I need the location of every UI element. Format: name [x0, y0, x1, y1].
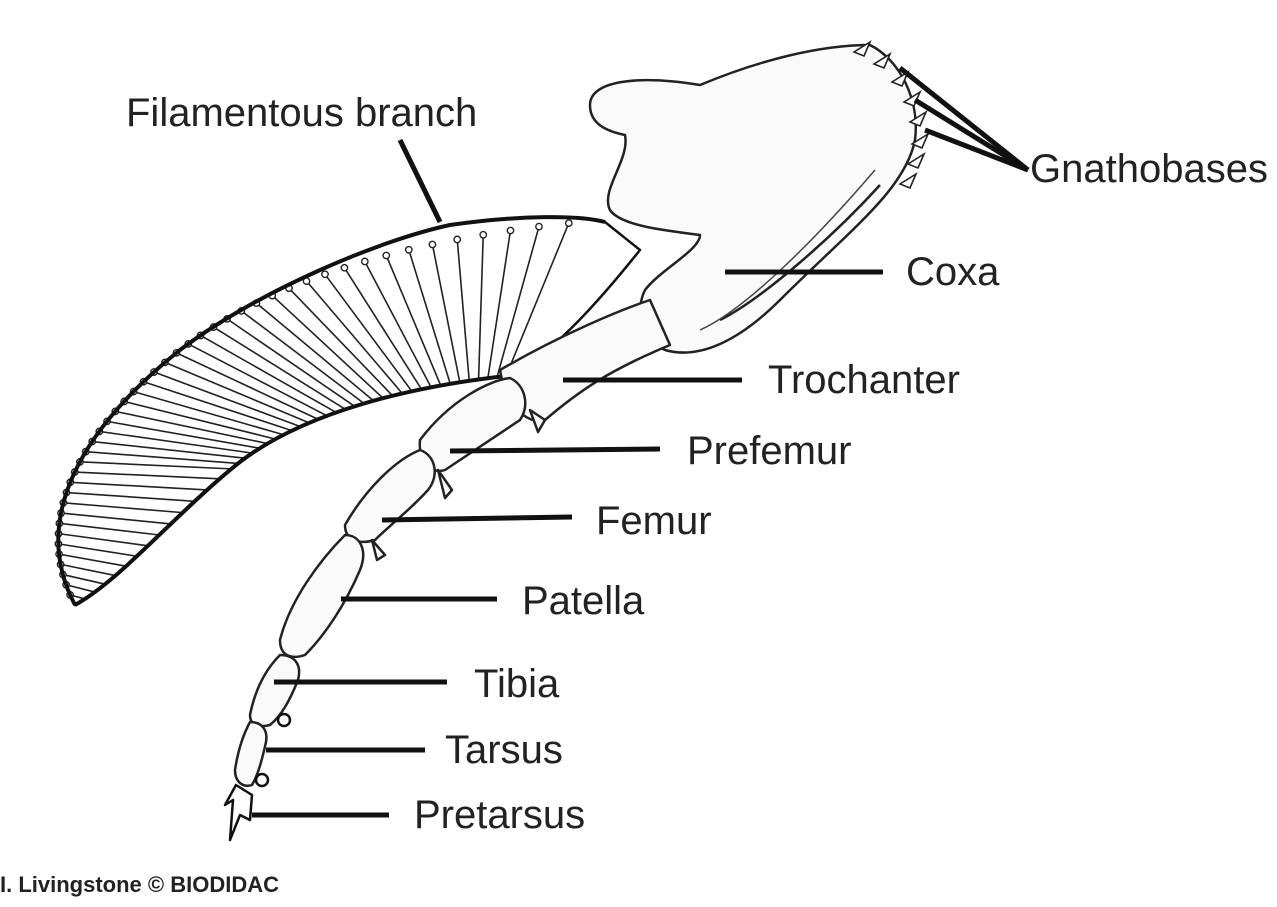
filament-line — [123, 400, 276, 440]
filament-line — [79, 461, 232, 470]
filament-line — [143, 381, 293, 432]
filament-line — [431, 244, 461, 383]
filament-line — [85, 450, 239, 465]
filament-line — [106, 420, 260, 450]
gnathobase-tooth — [890, 69, 910, 88]
filament-line — [271, 294, 384, 399]
filament-bead — [340, 263, 349, 272]
filament-line — [408, 249, 452, 385]
filament-line — [213, 326, 346, 411]
label-coxa: Coxa — [906, 250, 1000, 294]
filament-bead — [321, 270, 329, 279]
gnathobase-tooth — [898, 171, 918, 190]
filamentous-branch-drawing — [54, 215, 642, 607]
filament-line — [505, 222, 570, 377]
gnathobase-tooth — [852, 39, 872, 58]
filament-bead — [564, 219, 573, 228]
filament-bead — [382, 251, 391, 260]
filament-line — [364, 261, 432, 388]
leader-gnathobases-3 — [924, 127, 1029, 173]
filament-bead — [506, 226, 515, 235]
gnathobase-tooth — [872, 51, 892, 70]
filament-line — [70, 481, 208, 491]
labels: Filamentous branch Gnathobases Coxa Troc… — [0, 91, 1268, 897]
filament-line — [74, 471, 220, 480]
filament-line — [456, 239, 471, 381]
gnathobase-tooth — [906, 151, 926, 170]
filament-line — [65, 583, 96, 593]
leader-femur — [381, 514, 573, 523]
filament-line — [115, 410, 268, 445]
filament-line — [62, 573, 106, 585]
label-trochanter: Trochanter — [768, 358, 960, 402]
label-pretarsus: Pretarsus — [414, 793, 585, 837]
filament-line — [487, 230, 512, 379]
filament-line — [226, 318, 356, 407]
filament-bead — [453, 235, 462, 244]
filament-bead — [479, 230, 488, 239]
label-tarsus: Tarsus — [445, 728, 563, 772]
filament-line — [343, 267, 423, 390]
filament-line — [496, 226, 540, 378]
leader-filamentous-branch — [397, 138, 443, 224]
label-filamentous-branch: Filamentous branch — [126, 91, 477, 135]
label-femur: Femur — [596, 499, 712, 543]
leg-segments-drawing — [223, 298, 672, 842]
filament-line — [99, 430, 253, 454]
filament-line — [255, 302, 375, 402]
filament-bead — [404, 245, 413, 254]
leader-gnathobases-2 — [913, 97, 1030, 173]
filament-line — [385, 255, 442, 386]
label-prefemur: Prefemur — [687, 429, 852, 473]
filament-bead — [535, 222, 543, 231]
filament-line — [200, 334, 337, 414]
filament-line — [324, 273, 413, 392]
filament-line — [58, 553, 127, 567]
label-gnathobases: Gnathobases — [1030, 147, 1268, 191]
filament-line — [187, 343, 328, 417]
leader-lines — [252, 66, 1030, 818]
leader-gnathobases-1 — [898, 66, 1030, 172]
filament-line — [60, 512, 171, 525]
filament-line — [66, 491, 195, 503]
filament-bead — [360, 257, 369, 266]
credit-line: I. Livingstone © BIODIDAC — [0, 872, 279, 897]
filament-line — [240, 310, 365, 405]
filament-line — [153, 371, 301, 428]
label-patella: Patella — [522, 579, 645, 623]
filament-bead — [428, 240, 437, 249]
filament-line — [63, 501, 183, 514]
label-tibia: Tibia — [474, 662, 560, 706]
gnathobase-tooth — [908, 109, 928, 128]
filament-line — [477, 234, 485, 380]
filament-line — [305, 280, 403, 394]
gnathobase-tooth — [910, 131, 930, 150]
filament-line — [60, 563, 116, 577]
filament-line — [164, 361, 310, 424]
filament-line — [176, 352, 319, 420]
leader-prefemur — [449, 446, 661, 454]
filament-line — [133, 390, 284, 436]
filament-line — [92, 440, 246, 459]
filament-line — [288, 287, 394, 397]
filament-line — [58, 543, 138, 558]
coxa-drawing — [588, 39, 930, 354]
filament-line — [59, 522, 160, 536]
filament-line — [58, 532, 149, 547]
